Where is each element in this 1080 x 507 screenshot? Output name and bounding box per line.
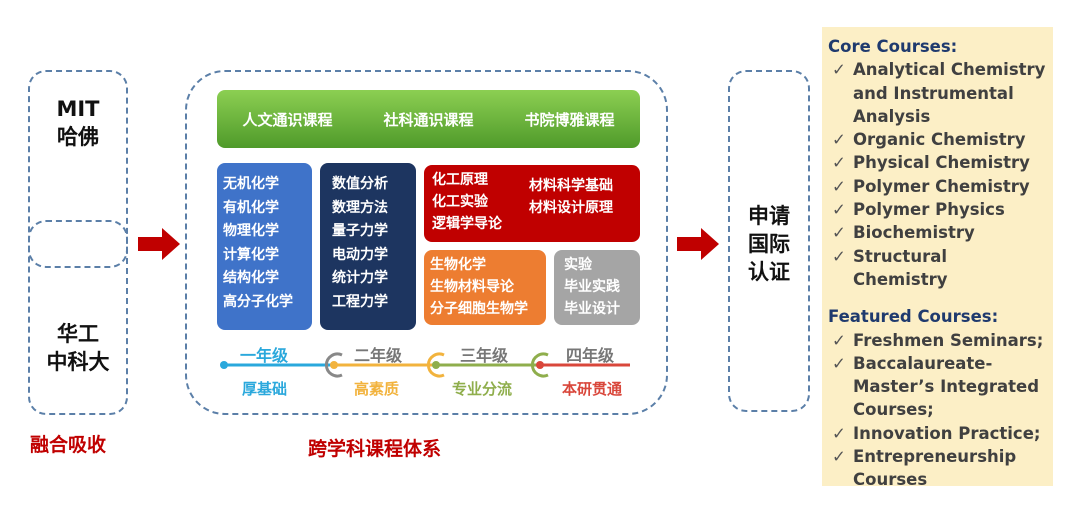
- courses-panel: Core Courses: Analytical Chemistry and I…: [822, 27, 1053, 489]
- course: 生物材料导论: [430, 279, 514, 295]
- list-item: Physical Chemistry: [828, 151, 1047, 175]
- source-mit: MIT: [56, 97, 100, 121]
- course: 生物化学: [430, 257, 486, 273]
- course: 材料设计原理: [529, 200, 613, 216]
- source-scut: 华工: [57, 322, 99, 346]
- course: 结构化学: [223, 270, 279, 286]
- year-2-theme: 高素质: [354, 380, 400, 398]
- source-bottom: 华工中科大: [28, 320, 128, 376]
- source-harvard: 哈佛: [57, 125, 99, 149]
- cert-line: 国际: [748, 232, 790, 256]
- year-1-theme: 厚基础: [242, 380, 288, 398]
- physics-box: 数值分析数理方法量子力学电动力学统计力学工程力学: [320, 163, 416, 330]
- curriculum-box: [185, 70, 668, 415]
- year-1: 一年级: [240, 346, 289, 365]
- year-4-theme: 本研贯通: [562, 380, 623, 398]
- source-cas: 中科大: [46, 350, 110, 374]
- course: 统计力学: [332, 270, 388, 286]
- general-courses-bar: 人文通识课程 社科通识课程 书院博雅课程: [217, 90, 640, 148]
- course: 毕业设计: [564, 301, 620, 317]
- featured-courses-title: Featured Courses:: [828, 307, 999, 327]
- core-courses-list: Analytical Chemistry and Instrumental An…: [828, 58, 1047, 291]
- year-4: 四年级: [566, 346, 615, 365]
- course: 数理方法: [332, 199, 388, 216]
- course: 量子力学: [332, 223, 388, 239]
- center-caption: 跨学科课程体系: [308, 438, 442, 460]
- list-item: Analytical Chemistry and Instrumental An…: [828, 58, 1047, 128]
- course: 化工原理: [432, 172, 488, 188]
- certification-box: [728, 70, 810, 412]
- left-caption: 融合吸收: [30, 434, 107, 456]
- course: 数值分析: [332, 176, 388, 192]
- course: 工程力学: [332, 293, 388, 310]
- course: 实验: [564, 257, 592, 273]
- core-courses-title: Core Courses:: [828, 37, 958, 56]
- list-item: Freshmen Seminars;: [828, 329, 1047, 353]
- chemistry-box: 无机化学有机化学物理化学计算化学结构化学高分子化学: [217, 163, 312, 330]
- timeline-connector: [324, 352, 343, 378]
- year-3-theme: 专业分流: [452, 380, 513, 398]
- year-timeline: [220, 352, 630, 378]
- course: 计算化学: [223, 246, 279, 263]
- cert-line: 申请: [748, 204, 790, 228]
- arrow-icon: [677, 228, 719, 260]
- practice-box: 实验毕业实践毕业设计: [554, 250, 640, 325]
- source-divider-box: [28, 220, 128, 268]
- cert-line: 认证: [748, 260, 790, 284]
- arrow-icon: [138, 228, 180, 260]
- list-item: Polymer Physics: [828, 198, 1047, 222]
- general-course: 书院博雅课程: [524, 110, 615, 129]
- course: 有机化学: [223, 199, 279, 216]
- list-item: Structural Chemistry: [828, 245, 1047, 292]
- list-item: Innovation Practice;: [828, 422, 1047, 446]
- course: 毕业实践: [564, 279, 620, 295]
- course: 电动力学: [332, 246, 388, 263]
- course: 逻辑学导论: [432, 216, 502, 232]
- source-top: MIT 哈佛: [28, 95, 128, 151]
- general-course: 人文通识课程: [242, 110, 333, 129]
- year-2: 二年级: [354, 346, 403, 365]
- course: 无机化学: [223, 176, 279, 192]
- list-item: Entrepreneurship Courses: [828, 445, 1047, 492]
- list-item: Polymer Chemistry: [828, 175, 1047, 199]
- list-item: Baccalaureate-Master’s Integrated Course…: [828, 352, 1047, 422]
- course: 物理化学: [223, 223, 279, 239]
- course: 化工实验: [432, 194, 488, 210]
- list-item: Biochemistry: [828, 221, 1047, 245]
- general-course: 社科通识课程: [383, 110, 474, 129]
- course: 分子细胞生物学: [430, 301, 528, 317]
- biology-box: 生物化学生物材料导论分子细胞生物学: [424, 250, 546, 325]
- course: 材料科学基础: [529, 178, 613, 194]
- course: 高分子化学: [223, 293, 293, 310]
- featured-courses-list: Freshmen Seminars;Baccalaureate-Master’s…: [828, 329, 1047, 492]
- year-3: 三年级: [460, 346, 509, 365]
- certification-text: 申请国际认证: [728, 202, 810, 286]
- engineering-box: 化工原理化工实验逻辑学导论 材料科学基础材料设计原理: [424, 165, 640, 242]
- list-item: Organic Chemistry: [828, 128, 1047, 152]
